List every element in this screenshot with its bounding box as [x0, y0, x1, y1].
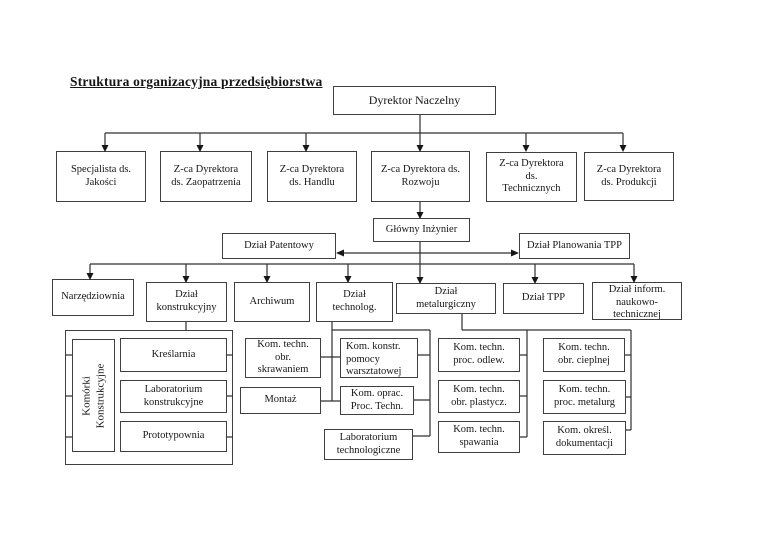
node-zca-handlu: Z-ca Dyrektora ds. Handlu	[267, 151, 357, 202]
node-dzial-konstrukcyjny: Dział konstrukcyjny	[146, 282, 227, 322]
node-kom-techn-proc-odlew: Kom. techn. proc. odlew.	[438, 338, 520, 372]
node-zca-rozwoju: Z-ca Dyrektora ds. Rozwoju	[371, 151, 470, 202]
node-zca-produkcji: Z-ca Dyrektora ds. Produkcji	[584, 152, 674, 201]
node-zca-technicznych: Z-ca Dyrektora ds. Technicznych	[486, 152, 577, 202]
node-dzial-tpp: Dział TPP	[503, 283, 584, 314]
node-kom-techn-obr-plastycz: Kom. techn. obr. plastycz.	[438, 380, 520, 413]
node-kreslarnia: Kreślarnia	[120, 338, 227, 372]
node-kom-techn-proc-metalurg: Kom. techn. proc. metalurg	[543, 380, 626, 414]
node-dyrektor-naczelny: Dyrektor Naczelny	[333, 86, 496, 115]
node-zca-zaopatrzenia: Z-ca Dyrektora ds. Zaopatrzenia	[160, 151, 252, 202]
node-prototypownia: Prototypownia	[120, 421, 227, 452]
node-komorki-konstrukcyjne: Komórki Konstrukcyjne	[72, 339, 115, 452]
node-kom-oprac-proc-techn: Kom. oprac. Proc. Techn.	[340, 386, 414, 415]
node-kom-okresl-dokumentacji: Kom. określ. dokumentacji	[543, 421, 626, 455]
node-dzial-metalurgiczny: Dział metalurgiczny	[396, 283, 496, 314]
node-laboratorium-technologiczne: Laboratorium technologiczne	[324, 429, 413, 460]
node-narzedziownia: Narzędziownia	[52, 279, 134, 316]
node-montaz: Montaż	[240, 387, 321, 414]
node-specjalista-jakosci: Specjalista ds. Jakości	[56, 151, 146, 202]
node-kom-konstr-pomocy-warsztatowej: Kom. konstr. pomocy warsztatowej	[340, 338, 418, 378]
node-glowny-inzynier: Główny Inżynier	[373, 218, 470, 242]
node-kom-techn-obr-cieplnej: Kom. techn. obr. cieplnej	[543, 338, 625, 372]
node-archiwum: Archiwum	[234, 282, 310, 322]
komorki-konstrukcyjne-label: Komórki Konstrukcyjne	[79, 363, 106, 428]
node-dzial-planowania-tpp: Dział Planowania TPP	[519, 233, 630, 259]
node-dzial-inform: Dział inform. naukowo- technicznej	[592, 282, 682, 320]
node-dzial-technolog: Dział technolog.	[316, 282, 393, 322]
node-kom-techn-obr-skrawaniem: Kom. techn. obr. skrawaniem	[245, 338, 321, 378]
node-dzial-patentowy: Dział Patentowy	[222, 233, 336, 259]
node-kom-techn-spawania: Kom. techn. spawania	[438, 421, 520, 453]
diagram-title: Struktura organizacyjna przedsiębiorstwa	[70, 74, 323, 89]
node-laboratorium-konstrukcyjne: Laboratorium konstrukcyjne	[120, 380, 227, 413]
